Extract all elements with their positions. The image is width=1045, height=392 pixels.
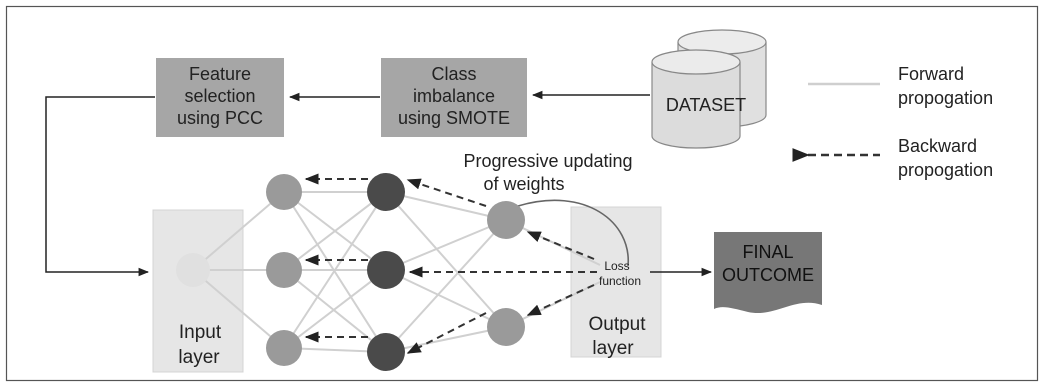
loss-function-label-1: Loss <box>604 259 629 273</box>
input-layer-panel <box>152 209 244 373</box>
legend: Forward propogation Backward propogation <box>792 64 993 180</box>
hidden2-node-1 <box>367 173 405 211</box>
pcc-to-input-arrow <box>45 96 155 277</box>
output-layer-panel <box>570 206 662 358</box>
class-imbalance-label-1: Class <box>431 64 476 84</box>
feature-selection-box <box>156 58 284 137</box>
update-arc <box>517 199 629 267</box>
feature-selection-label-1: Feature <box>189 64 251 84</box>
dataset-cylinder: DATASET <box>651 29 767 149</box>
hidden1-node-2 <box>266 252 302 288</box>
update-label-1: Progressive updating <box>463 151 632 171</box>
feature-selection-label-3: using PCC <box>177 108 263 128</box>
hidden2-node-3 <box>367 333 405 371</box>
class-imbalance-label-3: using SMOTE <box>398 108 510 128</box>
backward-legend-label-2: propogation <box>898 160 993 180</box>
feature-selection-label-2: selection <box>184 86 255 106</box>
forward-legend-label-2: propogation <box>898 88 993 108</box>
hidden1-node-3 <box>266 330 302 366</box>
loss-function-label-2: function <box>599 274 641 288</box>
final-outcome-label-1: FINAL <box>742 242 793 262</box>
backward-legend-label: Backward <box>898 136 977 156</box>
hidden2-node-2 <box>367 251 405 289</box>
output-layer-label-2: layer <box>592 338 634 359</box>
dataset-label: DATASET <box>666 95 746 115</box>
hidden3-node-1 <box>487 201 525 239</box>
hidden3-node-2 <box>487 308 525 346</box>
input-layer-label-1: Input <box>179 322 222 343</box>
final-outcome-label-2: OUTCOME <box>722 265 814 285</box>
class-imbalance-box <box>381 58 527 137</box>
output-layer-label-1: Output <box>588 314 646 335</box>
forward-legend-label: Forward <box>898 64 964 84</box>
input-node <box>176 253 210 287</box>
class-imbalance-label-2: imbalance <box>413 86 495 106</box>
hidden1-node-1 <box>266 174 302 210</box>
final-outcome-shape <box>714 232 822 314</box>
update-label-2: of weights <box>483 174 564 194</box>
input-layer-label-2: layer <box>178 347 220 368</box>
backward-connections <box>304 173 597 354</box>
